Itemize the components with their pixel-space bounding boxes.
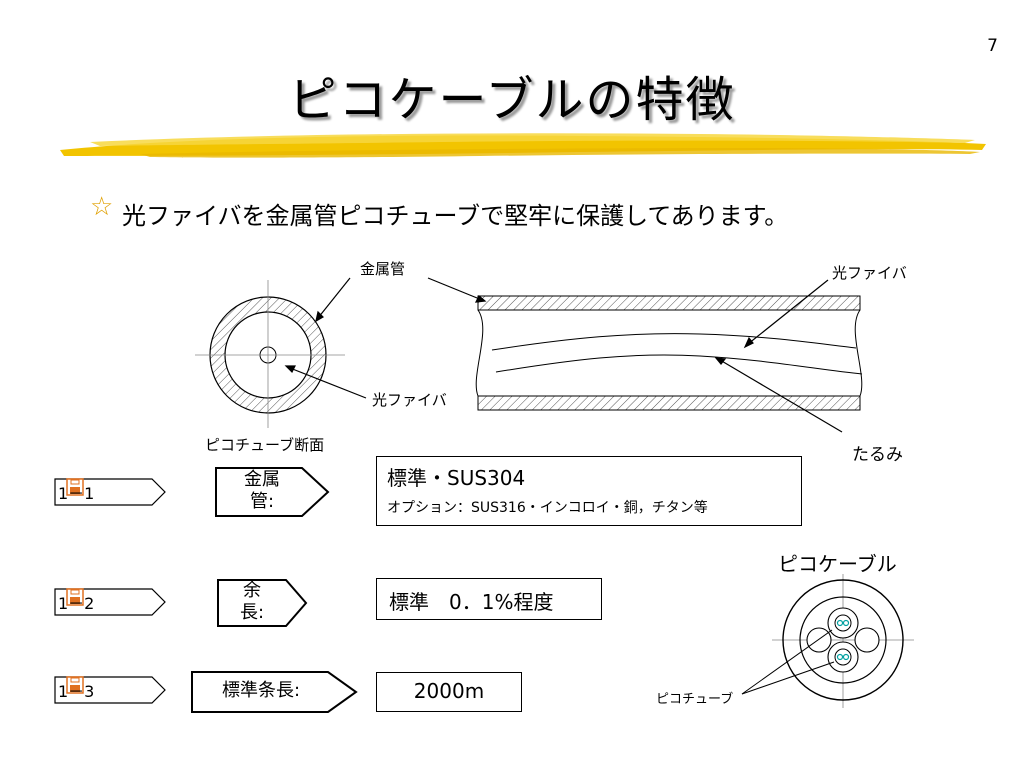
- arrow-box: [217, 579, 308, 627]
- section-tab-1-3[interactable]: 1－3: [54, 676, 166, 704]
- metal-tube-arrow-label: 金属 管:: [214, 466, 330, 518]
- value-sub: オプション：SUS316・インコロイ・銅，チタン等: [387, 500, 708, 516]
- label-cross-section: ピコチューブ断面: [205, 436, 325, 454]
- standard-length-value-box: 2000m: [376, 672, 522, 712]
- save-icon: [66, 588, 84, 606]
- metal-tube-value-box: 標準・SUS304 オプション：SUS316・インコロイ・銅，チタン等: [376, 456, 802, 526]
- label-optical-fiber-top: 光ファイバ: [832, 264, 907, 282]
- star-bullet-icon: ☆: [90, 192, 114, 222]
- value-main: 標準・SUS304: [387, 466, 526, 490]
- section-tab-1-2[interactable]: 1－2: [54, 588, 166, 616]
- save-icon: [66, 478, 84, 496]
- value-main: 2000m: [413, 679, 485, 703]
- label-pico-tube: ピコチューブ: [656, 692, 734, 707]
- section-tab-1-1[interactable]: 1－1: [54, 478, 166, 506]
- label-pico-cable: ピコケーブル: [778, 552, 897, 576]
- arrow-label-line2: 長:: [239, 602, 265, 623]
- arrow-label-line1: 標準条長:: [221, 680, 301, 701]
- arrow-box: [191, 671, 358, 713]
- title-underline-brush: [60, 133, 986, 158]
- arrow-label-line1: 余: [243, 580, 261, 601]
- cross-section-drawing: [195, 280, 345, 428]
- slack-value-box: 標準 0．1%程度: [376, 578, 602, 620]
- arrow-label-line1: 金属: [244, 469, 280, 490]
- tab-label: 1－3: [58, 682, 95, 701]
- label-optical-fiber-bottom: 光ファイバ: [372, 391, 447, 409]
- page-number: 7: [987, 36, 998, 56]
- tab-label: 1－2: [58, 594, 95, 613]
- tab-label: 1－1: [58, 484, 95, 503]
- longitudinal-tube-drawing: [475, 295, 863, 411]
- arrow-label-line2: 管:: [249, 491, 275, 512]
- value-main: 標準 0．1%程度: [389, 590, 554, 614]
- arrow-box: [215, 467, 330, 517]
- save-icon: [66, 676, 84, 694]
- slide-title: ピコケーブルの特徴: [288, 72, 736, 128]
- slack-arrow-label: 余 長:: [216, 578, 308, 628]
- label-metal-tube: 金属管: [360, 260, 406, 278]
- standard-length-arrow-label: 標準条長:: [190, 670, 358, 714]
- label-slack: たるみ: [852, 445, 903, 465]
- pico-cable-drawing: [741, 574, 914, 708]
- bullet-text: 光ファイバを金属管ピコチューブで堅牢に保護してあります。: [122, 202, 789, 230]
